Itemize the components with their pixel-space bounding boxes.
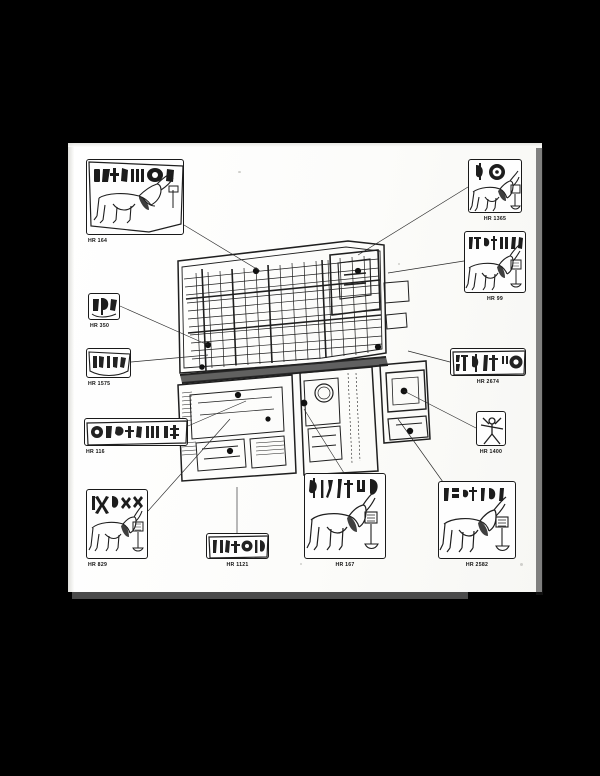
seal-hr-1365[interactable]: HR 1365 (468, 159, 522, 222)
seal-art-hr-829 (86, 489, 148, 559)
seal-art-hr-164 (86, 159, 184, 235)
seal-label: HR 1365 (483, 216, 507, 222)
seal-label: HR 167 (335, 562, 355, 568)
seal-label: HR 2674 (476, 379, 500, 385)
seal-hr-167[interactable]: HR 167 (304, 473, 386, 568)
seal-label: HR 99 (487, 296, 503, 302)
seal-label: HR 1400 (479, 449, 503, 455)
seal-hr-1121[interactable]: HR 1121 (206, 533, 269, 568)
seal-label: HR 350 (90, 323, 110, 329)
seal-label: HR 164 (88, 238, 108, 244)
seal-label: HR 2582 (465, 562, 489, 568)
seal-label: HR 1575 (88, 381, 111, 387)
seal-hr-99[interactable]: HR 99 (464, 231, 526, 302)
seal-art-hr-1575 (86, 348, 131, 378)
paper-speck (520, 563, 523, 566)
seal-label: HR 829 (88, 562, 108, 568)
seal-hr-1575[interactable]: HR 1575 (86, 348, 131, 387)
seal-art-hr-350 (88, 293, 120, 320)
scanned-sheet: HR 164 HR 350 (68, 143, 542, 592)
seal-art-hr-1365 (468, 159, 522, 213)
seal-hr-829[interactable]: HR 829 (86, 489, 148, 568)
seal-art-hr-116 (84, 418, 188, 446)
seal-art-hr-167 (304, 473, 386, 559)
scan-edge-left (68, 143, 74, 592)
seal-art-hr-1400 (476, 411, 506, 446)
seal-label: HR 1121 (226, 562, 249, 568)
seal-art-hr-99 (464, 231, 526, 293)
seal-hr-2674[interactable]: HR 2674 (450, 348, 526, 385)
sheet-shadow-bottom (72, 592, 468, 599)
site-plan (172, 223, 432, 483)
paper-speck (300, 563, 302, 565)
sheet-shadow-right (536, 148, 543, 595)
seal-hr-2582[interactable]: HR 2582 (438, 481, 516, 568)
seal-art-hr-2674 (450, 348, 526, 376)
seal-hr-1400[interactable]: HR 1400 (476, 411, 506, 455)
seal-hr-350[interactable]: HR 350 (88, 293, 120, 329)
seal-art-hr-1121 (206, 533, 269, 559)
scan-edge-top (68, 143, 542, 147)
seal-label: HR 116 (86, 449, 105, 455)
seal-hr-116[interactable]: HR 116 (84, 418, 188, 455)
paper-speck (238, 171, 241, 173)
seal-art-hr-2582 (438, 481, 516, 559)
seal-hr-164[interactable]: HR 164 (86, 159, 184, 244)
